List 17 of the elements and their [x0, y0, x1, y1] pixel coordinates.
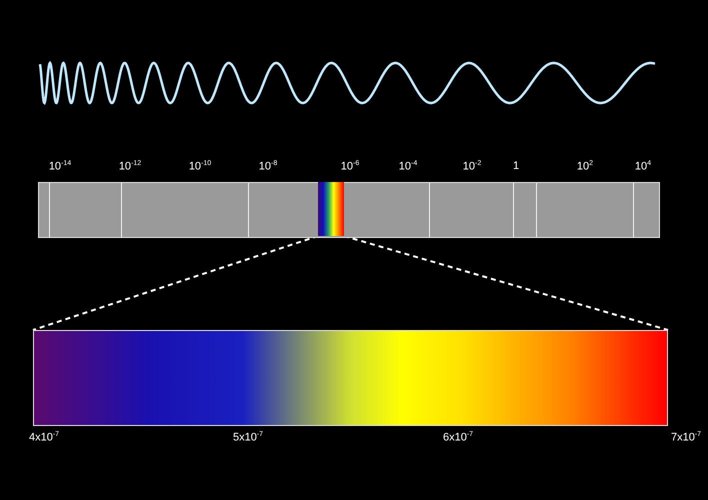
visible-spectrum-bar	[33, 330, 668, 426]
wavelength-tick-label: 10$^{-6}$	[340, 160, 360, 173]
wavelength-tick-label: 10$^{-10}$	[188, 160, 212, 173]
visible-wavelength-label: 4x10$^{-7}$	[28, 431, 60, 444]
spectrum-bar	[38, 182, 660, 238]
wavelength-tick-label: 1	[512, 160, 520, 172]
wavelength-tick-label: 10$^{-2}$	[462, 160, 482, 173]
wavelength-tick-label: 10$^{-14}$	[48, 160, 72, 173]
wavelength-tick-label: 10$^{2}$	[576, 160, 594, 173]
wavelength-tick-label: 10$^{-8}$	[258, 160, 278, 173]
wavelength-tick-label: 10$^{4}$	[634, 160, 652, 173]
visible-wavelength-label: 6x10$^{-7}$	[442, 431, 474, 444]
wavelength-tick-label: 10$^{-4}$	[398, 160, 418, 173]
wavelength-tick-label: 10$^{-12}$	[118, 160, 142, 173]
visible-wavelength-label: 5x10$^{-7}$	[232, 431, 264, 444]
visible-wavelength-label: 7x10$^{-7}$	[670, 431, 702, 444]
visible-band	[318, 182, 344, 236]
